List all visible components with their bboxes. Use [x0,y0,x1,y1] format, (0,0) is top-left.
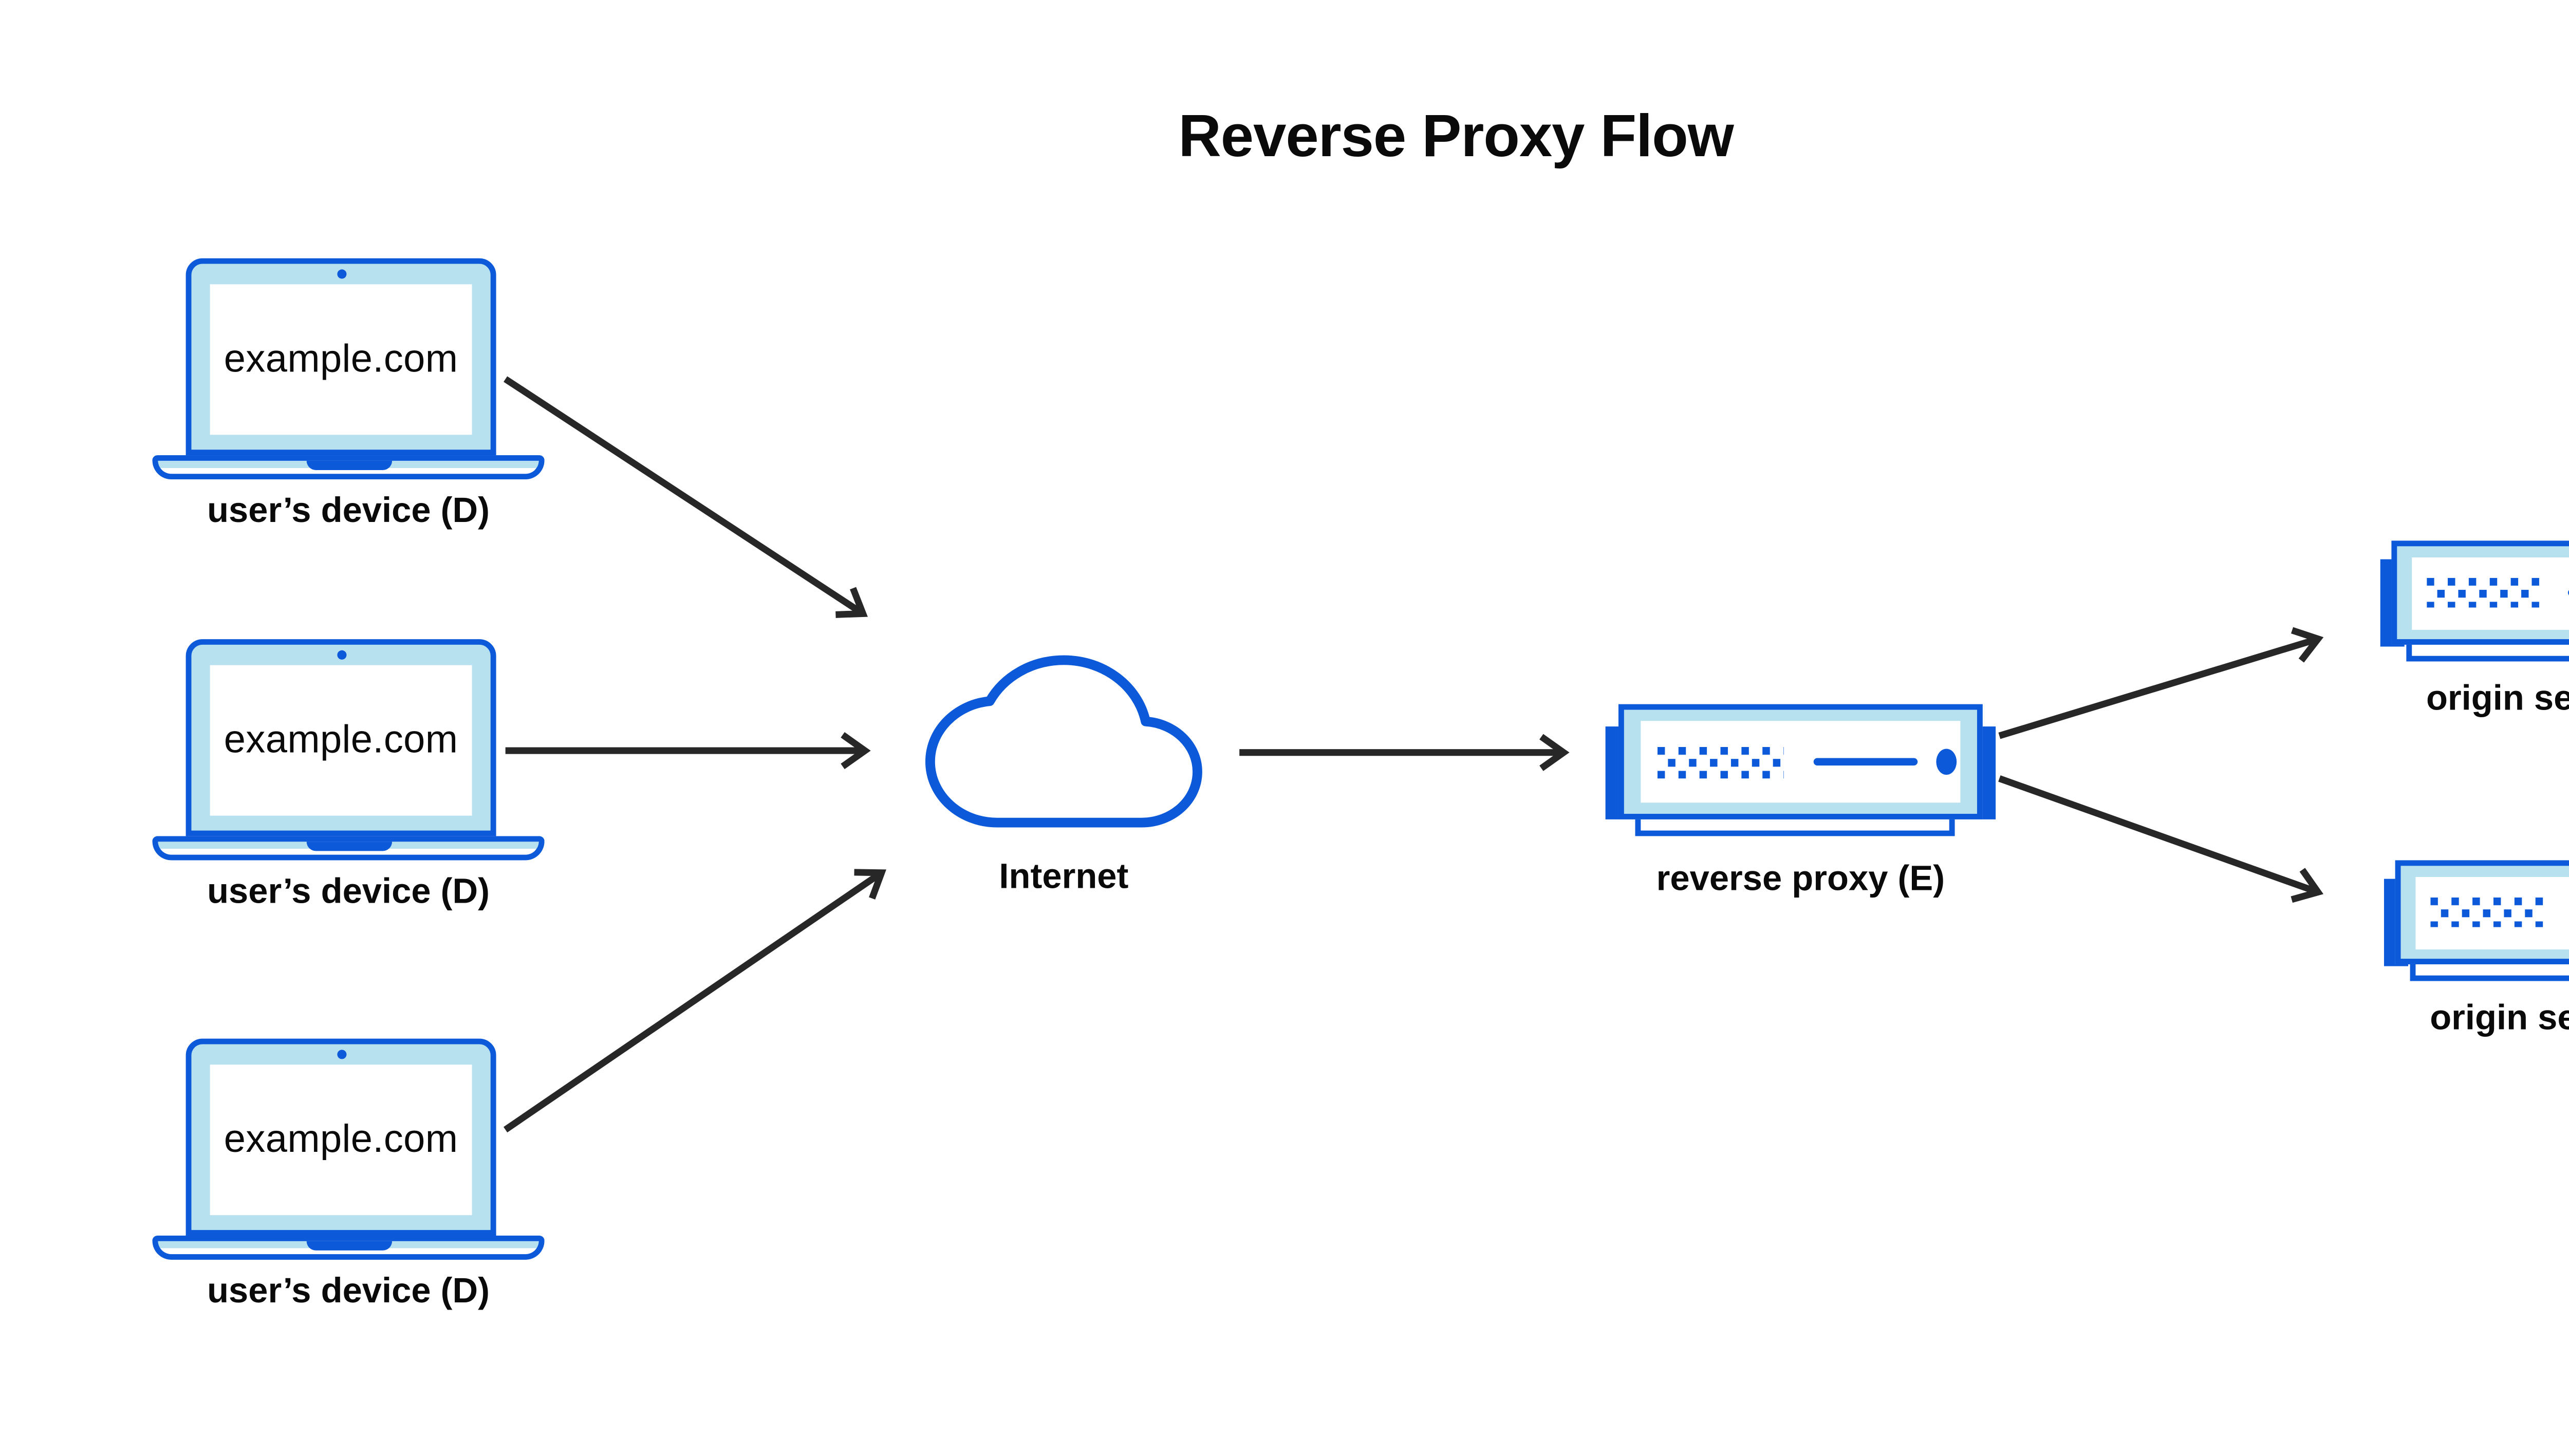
device-screen-text: example.com [210,665,472,816]
device-screen: example.com [185,258,496,456]
camera-dot-icon [336,1050,346,1059]
device-caption-3: user’s device (D) [207,1273,490,1312]
proxy-caption: reverse proxy (E) [1656,860,1945,900]
device-caption-1: user’s device (D) [207,492,490,532]
user-device-node-1: example.com user’s device (D) [152,258,545,556]
internet-node: Internet [923,654,1204,897]
device-base [152,1235,545,1260]
server-led-icon [1936,749,1957,775]
origin-caption-1: origin server (F) [2426,680,2569,719]
origin-server-node-2: origin server (F) [2384,860,2569,1038]
server-chassis [2395,860,2569,964]
reverse-proxy-node: reverse proxy (E) [1605,704,1996,899]
base-notch [305,842,392,851]
device-screen-text: example.com [210,1065,472,1216]
server-vents-icon [2430,897,2546,927]
internet-caption: Internet [999,858,1129,898]
device-screen-text: example.com [210,284,472,435]
origin-caption-2: origin server (F) [2430,999,2569,1039]
user-device-node-2: example.com user’s device (D) [152,639,545,937]
server-panel [1641,721,1961,803]
diagram-title: Reverse Proxy Flow [1178,102,1734,170]
server-vents-icon [2427,577,2542,608]
origin-server-node-1: origin server (F) [2380,540,2569,719]
device-screen: example.com [185,1038,496,1236]
device-screen: example.com [185,639,496,836]
arrow-proxy-to-origin1 [1998,627,2324,739]
device-base [152,455,545,480]
camera-dot-icon [336,650,346,660]
camera-dot-icon [336,269,346,279]
server-panel [2415,876,2569,949]
server-slot-line [1813,758,1918,766]
device-caption-2: user’s device (D) [207,873,490,912]
device-base [152,836,545,861]
cloud-icon [923,654,1204,829]
base-notch [305,460,392,470]
server-slot-line [2568,589,2569,596]
base-notch [305,1241,392,1250]
server-chassis [2391,540,2569,645]
server-vents-icon [1657,746,1784,778]
server-chassis [1618,704,1983,819]
server-panel [2412,556,2569,629]
user-device-node-3: example.com user’s device (D) [152,1038,545,1336]
